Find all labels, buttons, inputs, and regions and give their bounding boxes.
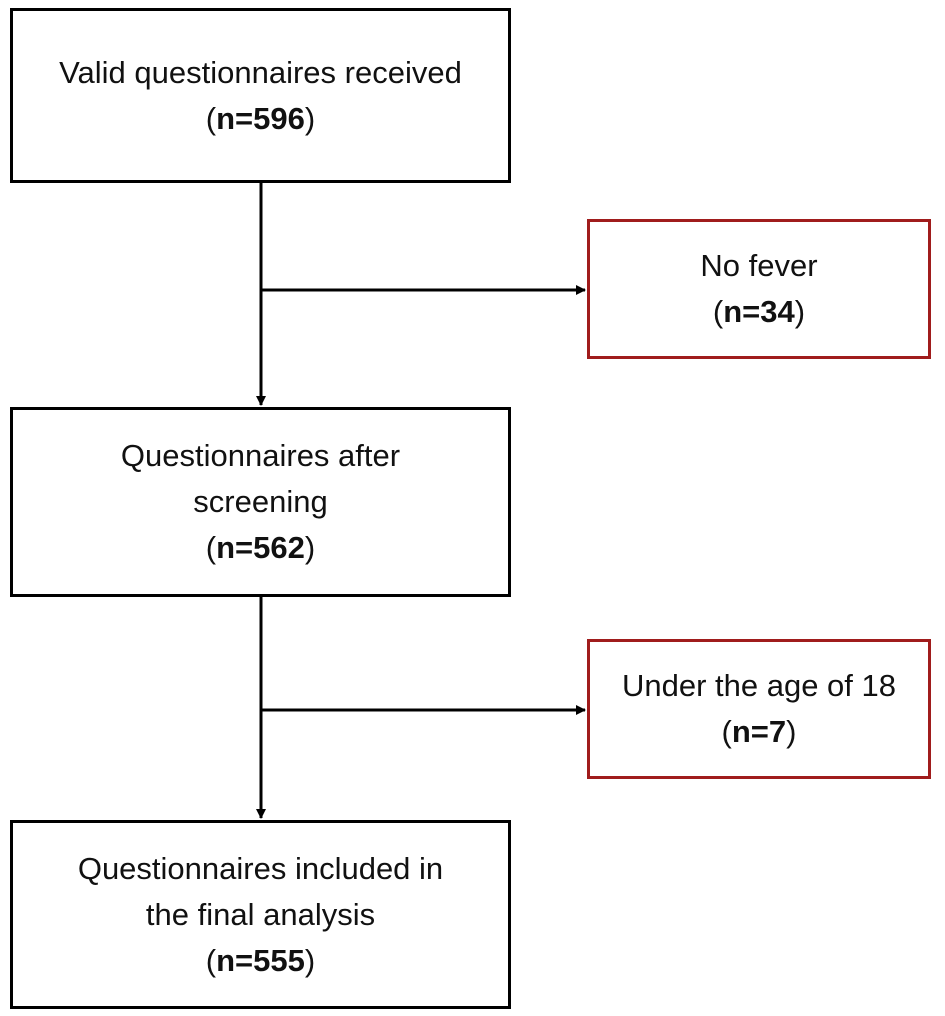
received-label: Valid questionnaires received (59, 54, 462, 90)
box-under-age-18: Under the age of 18 (n=7) (587, 639, 931, 779)
under-18-count: (n=7) (721, 714, 797, 749)
no-fever-label: No fever (700, 248, 818, 283)
received-count: (n=596) (205, 100, 316, 136)
final-label-line1: Questionnaires included in (77, 850, 444, 886)
box-valid-questionnaires-received: Valid questionnaires received (n=596) (10, 8, 511, 183)
after-screening-label-line1: Questionnaires after (120, 438, 401, 473)
final-count: (n=555) (205, 942, 316, 978)
under-18-label: Under the age of 18 (621, 668, 897, 703)
box-final-analysis: Questionnaires included in the final ana… (10, 820, 511, 1009)
after-screening-label-line2: screening (193, 484, 328, 519)
after-screening-count: (n=562) (205, 530, 316, 565)
final-label-line2: the final analysis (145, 896, 376, 932)
box-after-screening: Questionnaires after screening (n=562) (10, 407, 511, 597)
no-fever-count: (n=34) (712, 294, 806, 329)
box-no-fever: No fever (n=34) (587, 219, 931, 359)
